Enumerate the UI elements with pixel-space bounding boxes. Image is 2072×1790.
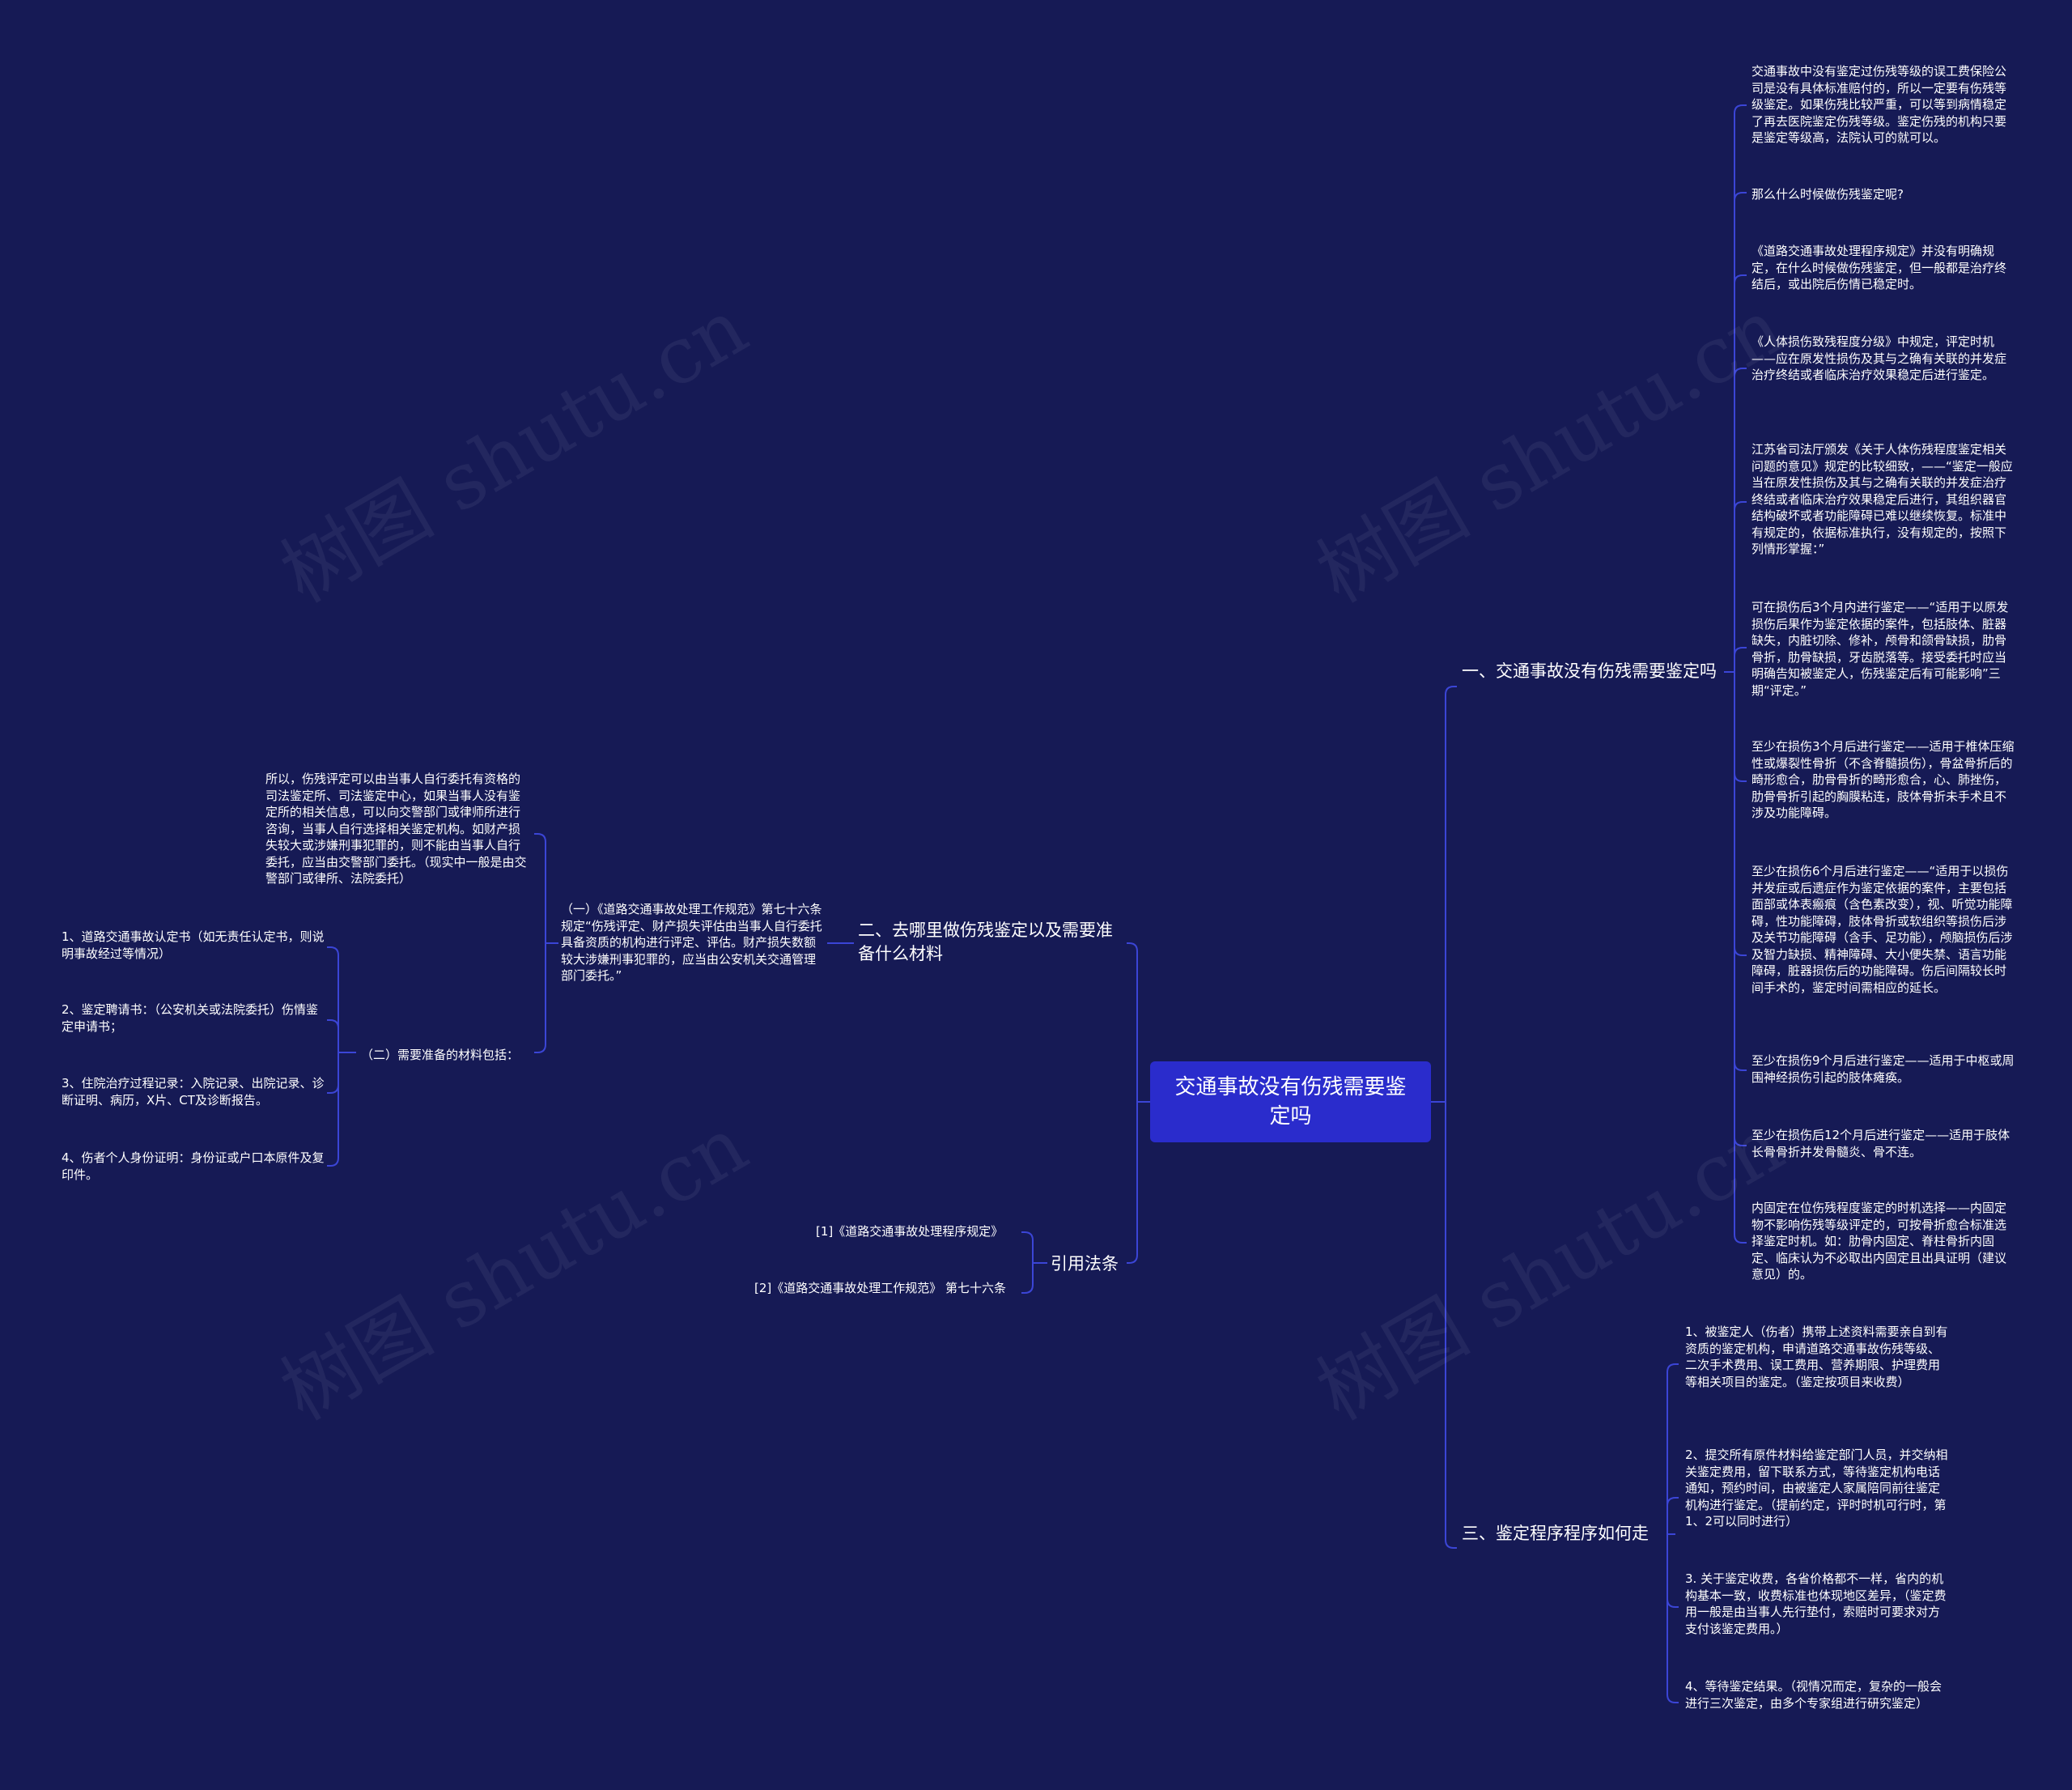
- connector-line: [1445, 686, 1457, 1102]
- branch-2-sub2-item[interactable]: 2、鉴定聘请书：（公安机关或法院委托）伤情鉴定申请书；: [62, 1002, 319, 1034]
- branch-1-item[interactable]: 内固定在位伤残程度鉴定的时机选择——内固定物不影响伤残等级评定的，可按骨折愈合标…: [1751, 1201, 2007, 1282]
- branch-4-topic[interactable]: 引用法条: [1051, 1254, 1119, 1273]
- branch-2-sub2-item[interactable]: 3、住院治疗过程记录：入院记录、出院记录、诊断证明、病历，X片、CT及诊断报告。: [62, 1076, 325, 1108]
- connector-line: [1734, 672, 1747, 956]
- branch-1-item[interactable]: 《道路交通事故处理程序规定》并没有明确规定，在什么时候做伤残鉴定，但一般都是治疗…: [1751, 244, 2007, 291]
- branch-3-item[interactable]: 3. 关于鉴定收费，各省价格都不一样，省内的机构基本一致，收费标准也体现地区差异…: [1685, 1571, 1947, 1636]
- branch-1-item[interactable]: 交通事故中没有鉴定过伤残等级的误工费保险公司是没有具体标准赔付的，所以一定要有伤…: [1751, 64, 2007, 145]
- branch-2-sub2-item[interactable]: 1、道路交通事故认定书（如无责任认定书，则说明事故经过等情况）: [62, 929, 325, 961]
- branch-3-item[interactable]: 4、等待鉴定结果。（视情况而定，复杂的一般会进行三次鉴定，由多个专家组进行研究鉴…: [1685, 1679, 1942, 1711]
- branch-3-item[interactable]: 1、被鉴定人（伤者）携带上述资料需要亲自到有资质的鉴定机构，申请道路交通事故伤残…: [1685, 1324, 1948, 1389]
- branch-1-item[interactable]: 那么什么时候做伤残鉴定呢?: [1751, 187, 1904, 202]
- connector-line: [327, 1052, 339, 1167]
- branch-3-topic[interactable]: 三、鉴定程序程序如何走: [1462, 1524, 1649, 1543]
- connector-line: [1734, 104, 1747, 672]
- connector-line: [1734, 672, 1747, 1244]
- connector-line: [1734, 501, 1747, 672]
- connector-line: [534, 943, 546, 1053]
- branch-1-item[interactable]: 可在损伤后3个月内进行鉴定——“适用于以原发损伤后果作为鉴定依据的案件，包括肢体…: [1751, 600, 2009, 698]
- branch-2-topic[interactable]: 二、去哪里做伤残鉴定以及需要准备什么材料: [858, 921, 1113, 963]
- connector-line: [1667, 1363, 1679, 1534]
- connector-line: [1734, 672, 1747, 1071]
- connector-line: [1021, 1263, 1034, 1294]
- connector-line: [1445, 1102, 1457, 1549]
- connector-line: [327, 1052, 339, 1094]
- connector-line: [1127, 942, 1138, 1102]
- branch-4-item[interactable]: [2]《道路交通事故处理工作规范》 第七十六条: [754, 1281, 1007, 1295]
- connector-line: [1734, 192, 1747, 672]
- connector-line: [1734, 672, 1747, 1146]
- branch-2-sub2-item[interactable]: 4、伤者个人身份证明：身份证或户口本原件及复印件。: [62, 1150, 325, 1182]
- branch-1-item[interactable]: 江苏省司法厅颁发《关于人体伤残程度鉴定相关问题的意见》规定的比较细致，——“鉴定…: [1751, 442, 2013, 556]
- root-node[interactable]: 交通事故没有伤残需要鉴定吗: [1150, 1061, 1431, 1142]
- connector-line: [1127, 1102, 1138, 1264]
- branch-2-sub2[interactable]: （二）需要准备的材料包括：: [361, 1048, 520, 1062]
- branch-1-item[interactable]: 至少在损伤9个月后进行鉴定——适用于中枢或周围神经损伤引起的肢体瘫痪。: [1751, 1053, 2015, 1085]
- branch-1-item[interactable]: 至少在损伤3个月后进行鉴定——适用于椎体压缩性或爆裂性骨折（不含脊髓损伤），骨盆…: [1751, 739, 2015, 820]
- connector-line: [534, 833, 546, 943]
- connector-line: [1734, 274, 1747, 672]
- connector-line: [1667, 1497, 1679, 1534]
- connector-line: [1021, 1231, 1034, 1263]
- branch-2-sub1[interactable]: （一）《道路交通事故处理工作规范》第七十六条规定“伤残评定、财产损失评估由当事人…: [561, 902, 822, 983]
- connector-line: [1667, 1534, 1679, 1703]
- connector-line: [1734, 368, 1747, 672]
- connector-line: [1734, 647, 1747, 672]
- branch-3-item[interactable]: 2、提交所有原件材料给鉴定部门人员，并交纳相关鉴定费用，留下联系方式，等待鉴定机…: [1685, 1448, 1948, 1529]
- branch-2-sub1-child[interactable]: 所以，伤残评定可以由当事人自行委托有资格的司法鉴定所、司法鉴定中心，如果当事人没…: [265, 772, 527, 886]
- branch-1-item[interactable]: 《人体损伤致残程度分级》中规定，评定时机——应在原发性损伤及其与之确有关联的并发…: [1751, 334, 2007, 382]
- branch-4-item[interactable]: [1]《道路交通事故处理程序规定》: [816, 1224, 1004, 1239]
- branch-1-item[interactable]: 至少在损伤6个月后进行鉴定——“适用于以损伤并发症或后遗症作为鉴定依据的案件，主…: [1751, 864, 2013, 995]
- connector-line: [1734, 672, 1747, 782]
- connector-line: [327, 946, 339, 1052]
- branch-1-topic[interactable]: 一、交通事故没有伤残需要鉴定吗: [1462, 661, 1717, 681]
- connector-line: [327, 1019, 339, 1052]
- branch-1-item[interactable]: 至少在损伤后12个月后进行鉴定——适用于肢体长骨骨折并发骨髓炎、骨不连。: [1751, 1128, 2010, 1159]
